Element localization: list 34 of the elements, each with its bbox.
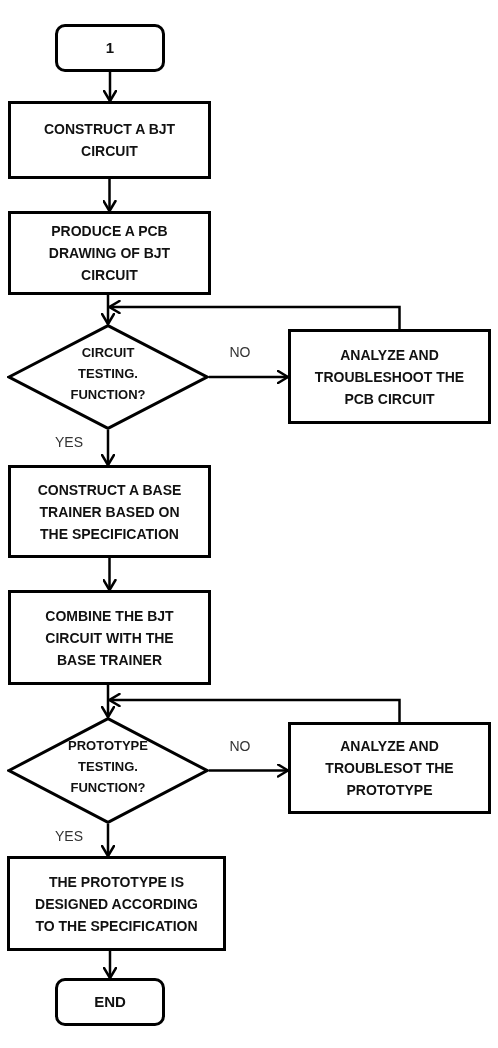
decision-text: PROTOTYPE TESTING. FUNCTION?	[67, 737, 149, 797]
process-box	[288, 329, 491, 424]
decision-text: CIRCUIT TESTING. FUNCTION?	[69, 343, 147, 404]
arrow	[108, 299, 401, 329]
process-text: ANALYZE AND TROUBLESHOOT THE PCB CIRCUIT	[313, 345, 466, 409]
decision-diamond	[7, 324, 209, 430]
process-text: ANALYZE AND TROUBLESOT THE PROTOTYPE	[324, 737, 455, 800]
arrow	[100, 824, 116, 858]
arrow	[209, 763, 290, 778]
arrow	[100, 295, 116, 326]
process-text: CONSTRUCT A BJT CIRCUIT	[42, 120, 177, 161]
arrow	[209, 369, 290, 385]
process-box	[7, 856, 226, 951]
arrow	[102, 179, 117, 213]
process-box	[8, 590, 211, 685]
terminator-box	[55, 24, 165, 72]
decision-diamond	[7, 717, 209, 824]
arrow	[102, 72, 118, 103]
process-text: COMBINE THE BJT CIRCUIT WITH THE BASE TRAINER	[44, 606, 175, 670]
arrow	[100, 430, 116, 467]
arrow	[102, 558, 117, 592]
terminator-label: END	[94, 992, 126, 1012]
process-box	[8, 211, 211, 295]
terminator-label: 1	[105, 38, 115, 58]
process-box	[8, 101, 211, 179]
arrow	[108, 692, 401, 722]
arrow	[102, 951, 118, 980]
process-text: THE PROTOTYPE IS DESIGNED ACCORDING TO THE SPECIFICATION	[34, 872, 199, 936]
process-text: PRODUCE A PCB DRAWING OF BJT CIRCUIT	[47, 222, 172, 285]
process-text: CONSTRUCT A BASE TRAINER BASED ON THE SPECIFICATION	[36, 480, 183, 544]
arrow	[100, 685, 116, 719]
terminator-box	[55, 978, 165, 1026]
process-box	[8, 465, 211, 558]
process-box	[288, 722, 491, 814]
